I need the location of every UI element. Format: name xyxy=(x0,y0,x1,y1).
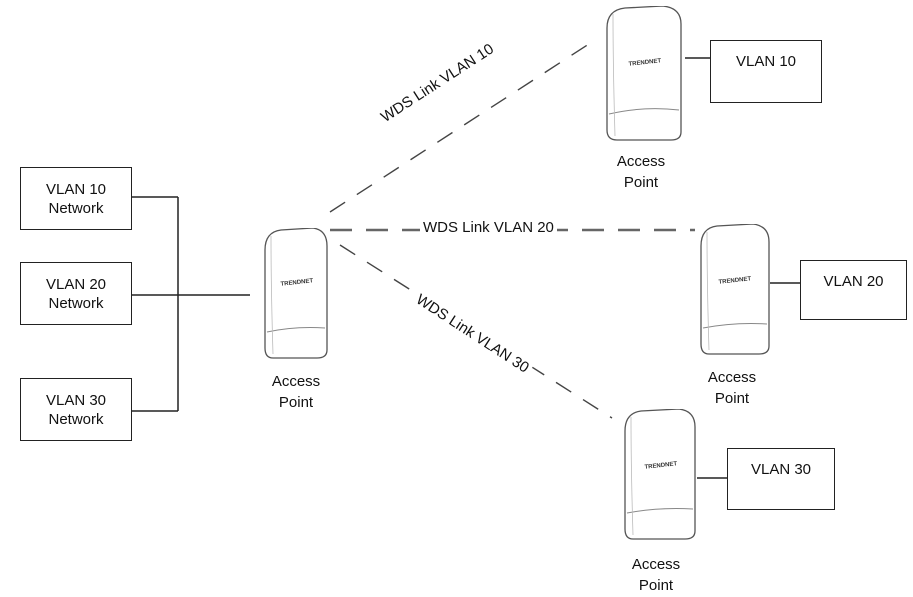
vlan30-network-label: VLAN 30 xyxy=(45,391,107,409)
access-point-vlan30-caption: Access Point xyxy=(611,554,701,596)
device-logo: TRENDNET xyxy=(718,276,751,285)
vlan20-network-box: VLAN 20 Network xyxy=(20,262,132,325)
remote-vlan20-box: VLAN 20 xyxy=(800,260,907,320)
vlan20-network-sublabel: Network xyxy=(48,294,104,312)
remote-vlan20-label: VLAN 20 xyxy=(823,273,884,290)
caption-line1: Access xyxy=(707,369,757,386)
access-point-vlan20-caption: Access Point xyxy=(687,367,777,409)
caption-line1: Access xyxy=(271,373,321,390)
caption-line2: Point xyxy=(714,390,750,407)
device-logo: TRENDNET xyxy=(280,278,313,287)
access-point-vlan30-icon: TRENDNET xyxy=(619,409,699,541)
vlan10-network-sublabel: Network xyxy=(48,199,104,217)
caption-line2: Point xyxy=(278,394,314,411)
caption-line1: Access xyxy=(631,556,681,573)
caption-line1: Access xyxy=(616,153,666,170)
caption-line2: Point xyxy=(623,174,659,191)
vlan20-network-label: VLAN 20 xyxy=(45,275,107,293)
vlan10-network-box: VLAN 10 Network xyxy=(20,167,132,230)
access-point-main-caption: Access Point xyxy=(251,371,341,413)
device-logo: TRENDNET xyxy=(644,461,677,470)
remote-vlan30-label: VLAN 30 xyxy=(750,461,812,478)
vlan10-network-label: VLAN 10 xyxy=(45,180,107,198)
caption-line2: Point xyxy=(638,577,674,594)
remote-vlan10-label: VLAN 10 xyxy=(735,53,797,70)
vlan30-network-sublabel: Network xyxy=(48,410,104,428)
access-point-main-icon: TRENDNET xyxy=(259,228,331,360)
device-logo: TRENDNET xyxy=(628,58,661,67)
remote-vlan10-box: VLAN 10 xyxy=(710,40,822,103)
wds-line-vlan10 xyxy=(329,39,596,213)
remote-vlan30-box: VLAN 30 xyxy=(727,448,835,510)
access-point-vlan20-icon: TRENDNET xyxy=(695,224,773,356)
wds-link-vlan20-label: WDS Link VLAN 20 xyxy=(420,219,557,236)
access-point-vlan10-icon: TRENDNET xyxy=(601,6,687,142)
vlan30-network-box: VLAN 30 Network xyxy=(20,378,132,441)
access-point-vlan10-caption: Access Point xyxy=(596,151,686,193)
